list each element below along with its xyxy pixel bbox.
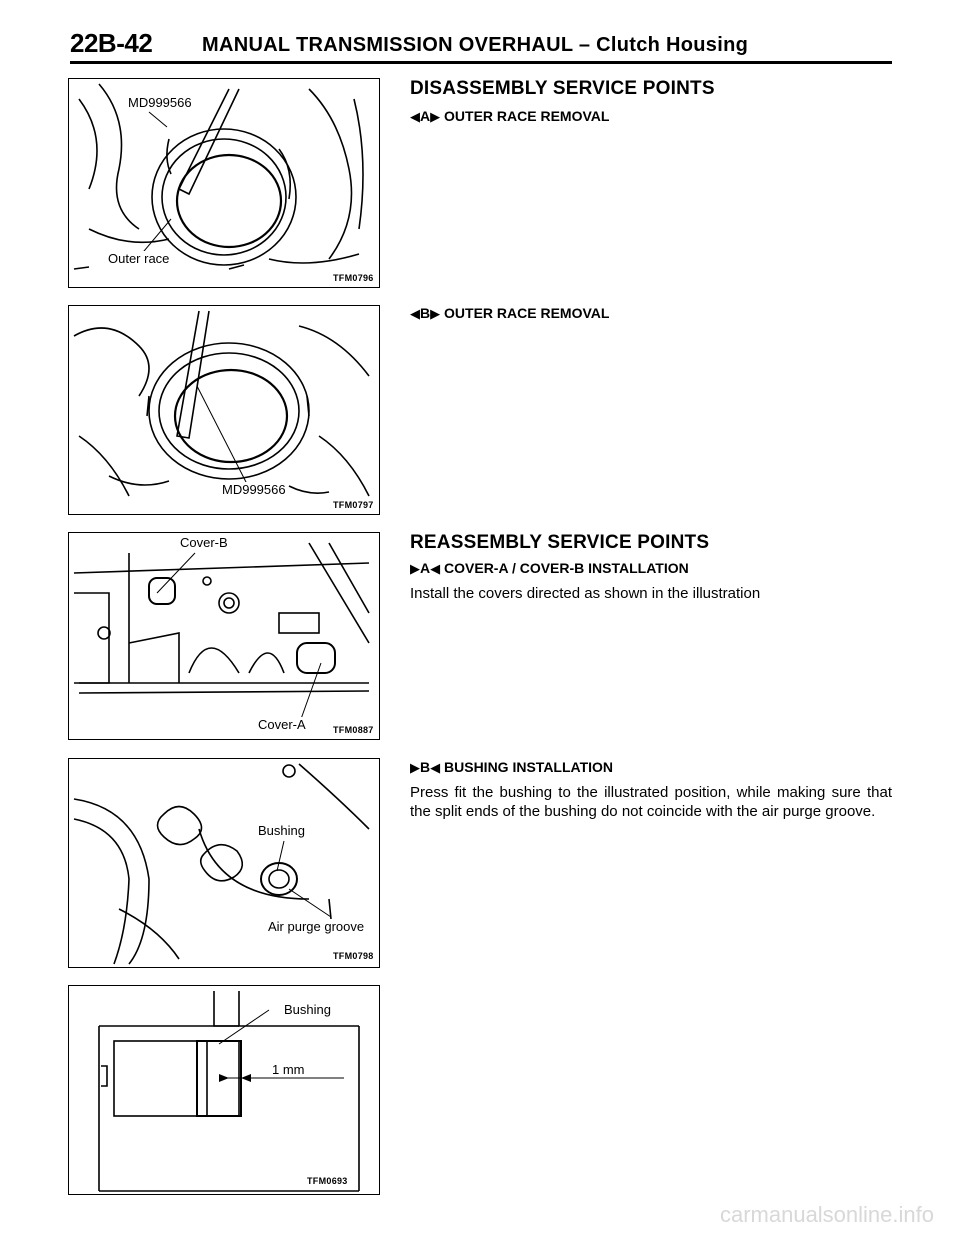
label-bushing: Bushing [283,1002,332,1017]
marker-b: B [420,305,431,321]
figure-code: TFM0797 [333,500,374,510]
label-tool-md999566: MD999566 [221,482,287,497]
subheading-text: OUTER RACE REMOVAL [444,108,610,124]
label-bushing: Bushing [257,823,306,838]
section-heading-disassembly: DISASSEMBLY SERVICE POINTS [410,78,715,99]
figure-outer-race-b: MD999566 TFM0797 [68,305,380,515]
paragraph-bushing-installation: Press fit the bushing to the illustrated… [410,784,892,820]
figure-bushing-depth: Bushing 1 mm TFM0693 [68,985,380,1195]
subheading-disassembly-a: ◀A▶ OUTER RACE REMOVAL [410,108,610,124]
figure-code: TFM0796 [333,273,374,283]
label-cover-a: Cover-A [257,717,307,732]
page-header: 22B-42 MANUAL TRANSMISSION OVERHAUL – Cl… [70,26,890,62]
page-title: MANUAL TRANSMISSION OVERHAUL – Clutch Ho… [202,34,749,56]
figure-outer-race-a: MD999566 Outer race TFM0796 [68,78,380,288]
label-depth-1mm: 1 mm [271,1062,306,1077]
figure-code: TFM0798 [333,951,374,961]
figure-code: TFM0887 [333,725,374,735]
marker-b: B [420,759,431,775]
figure-bushing-position: Bushing Air purge groove TFM0798 [68,758,380,968]
subheading-text: BUSHING INSTALLATION [444,759,614,775]
subheading-reassembly-b: ▶B◀ BUSHING INSTALLATION [410,759,614,775]
illustration-covers [73,542,370,720]
subheading-disassembly-b: ◀B▶ OUTER RACE REMOVAL [410,305,610,321]
label-outer-race: Outer race [107,251,171,266]
label-air-purge-groove: Air purge groove [267,919,366,934]
illustration-outer-race-a [73,83,364,270]
label-tool-md999566: MD999566 [127,95,193,110]
illustration-bushing-depth [98,991,360,1192]
paragraph-cover-installation: Install the covers directed as shown in … [410,585,761,602]
marker-a: A [420,108,431,124]
subheading-text: COVER-A / COVER-B INSTALLATION [444,560,689,576]
illustration-outer-race-b [73,310,370,497]
marker-a: A [420,560,431,576]
page-code: 22B-42 [70,28,153,58]
figure-cover-installation: Cover-B Cover-A TFM0887 [68,532,380,740]
figure-code: TFM0693 [307,1176,348,1186]
illustration-bushing-position [73,763,370,965]
subheading-reassembly-a: ▶A◀ COVER-A / COVER-B INSTALLATION [410,560,689,576]
header-rule [70,61,892,64]
label-cover-b: Cover-B [179,535,229,550]
watermark: carmanualsonline.info [719,1202,934,1227]
subheading-text: OUTER RACE REMOVAL [444,305,610,321]
section-heading-reassembly: REASSEMBLY SERVICE POINTS [410,532,710,553]
